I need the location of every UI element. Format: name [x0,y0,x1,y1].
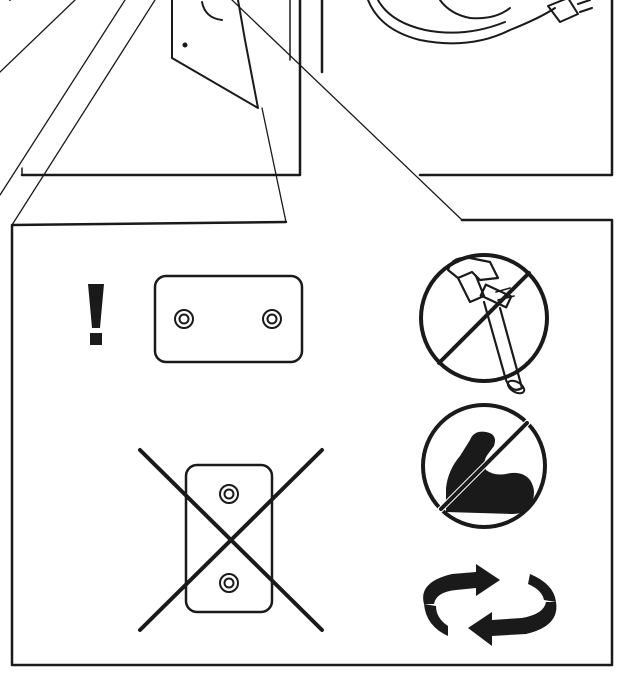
bracket-screw [262,309,282,329]
power-plug [547,0,593,23]
bracket-vertical-incorrect [138,448,324,632]
bracket-screw [219,573,239,593]
top-right-panel-frame [418,0,614,177]
top-left-panel-frame [20,0,302,177]
top-left-panel [0,0,302,226]
bracket-screw [219,484,239,504]
cross-out-icon [138,448,324,632]
plate-hook [201,1,223,21]
power-cord [367,0,556,45]
arm-muscle-prohibited-icon [421,403,547,529]
wrench-prohibited-icon [419,253,549,395]
detail-panel-frame [10,218,614,667]
plate-screw [182,42,188,48]
exclamation-icon [88,284,104,345]
rotate-arrows-icon [423,564,557,646]
bracket-horizontal-correct [153,274,304,364]
top-right-panel [320,0,614,177]
wall-plate [171,0,259,109]
bracket-screw [174,309,194,329]
detail-panel [10,218,614,667]
